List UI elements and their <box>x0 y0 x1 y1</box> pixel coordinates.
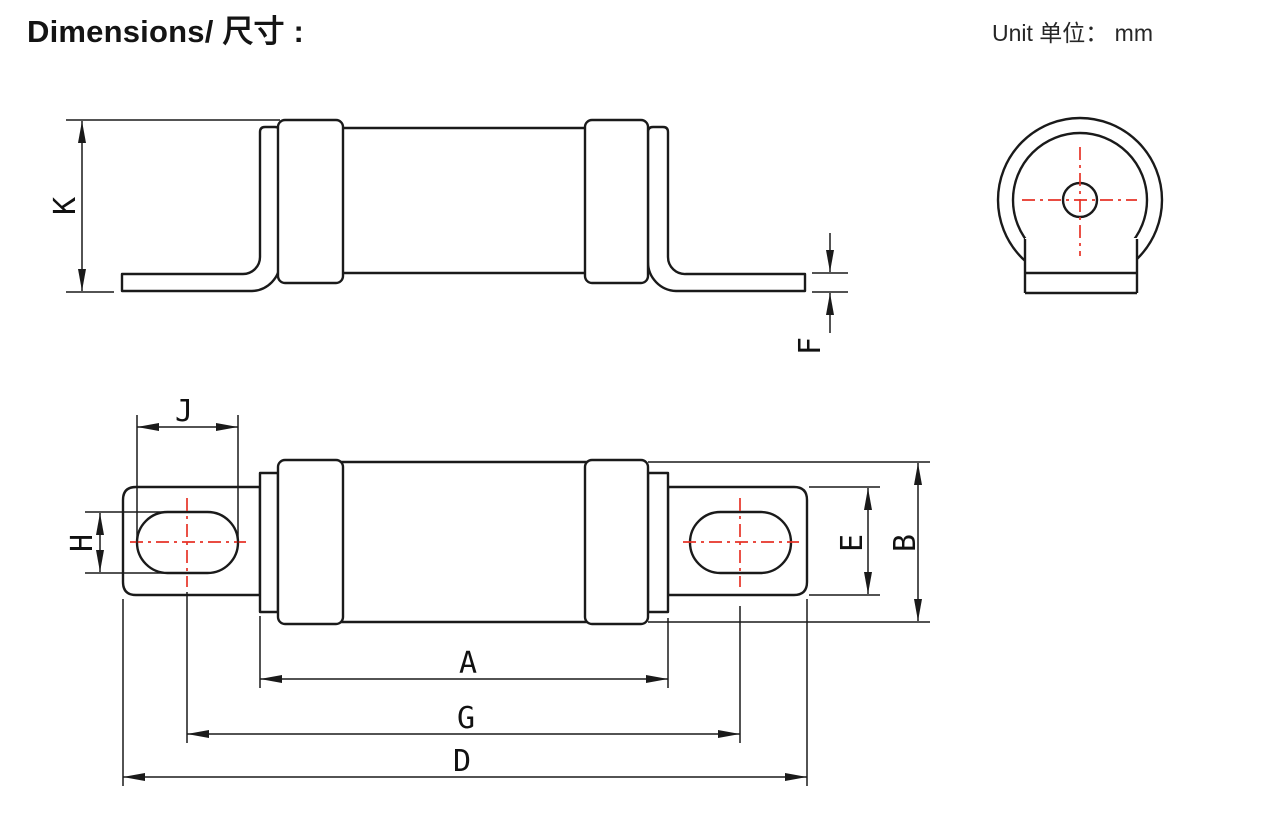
plan-view: J H E B A <box>65 394 930 786</box>
dim-label-g: G <box>457 701 475 736</box>
dimension-g: G <box>186 592 741 743</box>
side-view: K F <box>48 118 848 355</box>
plan-right-cap <box>583 458 650 626</box>
dimension-h: H <box>65 511 168 574</box>
side-left-cap <box>276 118 345 285</box>
plan-left-fold <box>258 471 280 614</box>
dimension-f: F <box>793 233 848 355</box>
side-right-terminal <box>646 125 807 293</box>
end-tab-outline <box>1023 239 1139 295</box>
dim-label-k: K <box>48 197 83 215</box>
dim-label-b: B <box>888 534 923 552</box>
dimension-k: K <box>48 119 280 293</box>
dimension-e: E <box>809 486 880 596</box>
dim-label-e: E <box>835 534 870 552</box>
dim-label-f: F <box>793 337 828 355</box>
page-title: Dimensions/ 尺寸 : <box>27 14 305 49</box>
side-left-terminal <box>120 125 282 293</box>
dim-label-a: A <box>459 646 477 681</box>
end-view <box>996 116 1164 295</box>
plan-fuse-body <box>338 460 590 624</box>
dimension-b: B <box>888 463 923 621</box>
dim-label-h: H <box>65 534 100 552</box>
dim-label-j: J <box>175 394 193 429</box>
dimension-a: A <box>259 616 669 688</box>
plan-right-fold <box>646 471 670 614</box>
unit-label: Unit 单位： mm <box>992 20 1153 46</box>
dimension-j: J <box>136 394 239 544</box>
side-fuse-body <box>338 126 590 275</box>
plan-left-cap <box>276 458 345 626</box>
side-right-cap <box>583 118 650 285</box>
dim-label-d: D <box>453 744 471 779</box>
dimension-d: D <box>122 599 808 786</box>
end-tab-fill <box>1025 238 1137 293</box>
